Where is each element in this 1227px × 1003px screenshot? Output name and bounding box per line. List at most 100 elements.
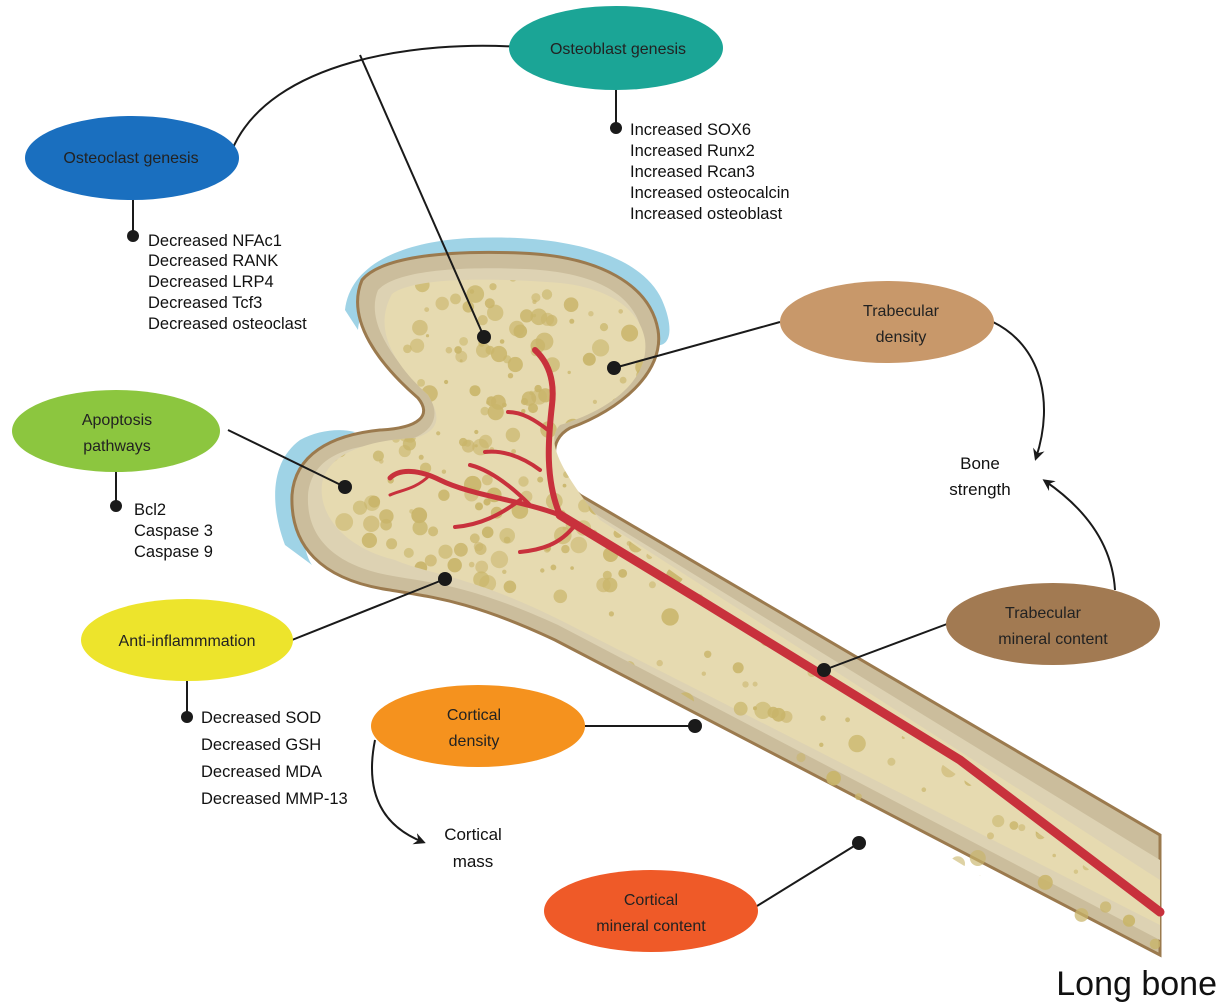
apoptosis-effects-list: Bcl2 Caspase 3 Caspase 9	[134, 501, 213, 561]
trabecular-pore	[609, 951, 625, 967]
trabecular-pore	[662, 508, 677, 523]
trabecular-pore	[361, 404, 378, 421]
trabecular-pore	[353, 501, 367, 515]
trabecular-pore	[1051, 923, 1056, 928]
trabecular-pore	[704, 651, 711, 658]
trabecular-pore	[863, 857, 868, 862]
trabecular-pore	[479, 435, 492, 448]
trabecular-pore	[1116, 417, 1125, 426]
trabecular-pore	[556, 836, 573, 853]
trabecular-pore	[1024, 565, 1028, 569]
list-item: Increased osteocalcin	[630, 184, 790, 202]
trabecular-pore	[611, 449, 618, 456]
trabecular-pore	[351, 338, 356, 343]
trabecular-pore	[952, 696, 964, 708]
trabecular-pore	[564, 432, 573, 441]
trabecular-pore	[1142, 775, 1152, 785]
trabecular-pore	[953, 434, 967, 448]
trabecular-pore	[500, 339, 505, 344]
trabecular-pore	[886, 483, 898, 495]
trabecular-pore	[514, 325, 528, 339]
trabecular-pore	[600, 323, 608, 331]
trabecular-pore	[807, 486, 814, 493]
trabecular-pore	[335, 513, 353, 531]
trabecular-pore	[564, 859, 570, 865]
trabecular-pore	[444, 380, 448, 384]
trabecular-pore	[339, 395, 352, 408]
trabecular-pore	[595, 448, 604, 457]
trabecular-pore	[648, 422, 663, 437]
trabecular-pore	[1014, 430, 1023, 439]
trabecular-pore	[343, 379, 351, 387]
trabecular-pore	[1052, 854, 1056, 858]
trabecular-pore	[563, 471, 570, 478]
trabecular-pore	[1029, 422, 1044, 437]
trabecular-pore	[438, 545, 452, 559]
trabecular-pore	[1023, 716, 1028, 721]
trabecular-pore	[504, 581, 517, 594]
trabecular-pore	[531, 389, 547, 405]
cortical-density-node: Cortical density	[371, 685, 585, 767]
trabecular-pore	[784, 572, 799, 587]
trabecular-pore	[491, 346, 507, 362]
list-item: Decreased GSH	[201, 736, 321, 754]
trabecular-pore	[1154, 539, 1163, 548]
trabecular-pore	[711, 474, 715, 478]
trabecular-pore	[1079, 685, 1091, 697]
trabecular-mineral-label-line2: mineral content	[998, 631, 1108, 648]
trabecular-pore	[577, 435, 594, 452]
trabecular-pore	[367, 385, 382, 400]
trabecular-pore	[785, 872, 789, 876]
osteoblast-genesis-label: Osteoblast genesis	[550, 41, 686, 58]
trabecular-pore	[504, 537, 511, 544]
trabecular-pore	[649, 581, 656, 588]
trabecular-pore	[943, 478, 948, 483]
trabecular-pore	[887, 758, 895, 766]
trabecular-pore	[1132, 809, 1138, 815]
cortical-mineral-label-line1: Cortical	[624, 892, 678, 909]
cortical-mineral-content-node: Cortical mineral content	[544, 870, 758, 952]
trabecular-pore	[436, 431, 440, 435]
trabecular-pore	[327, 372, 340, 385]
trabecular-pore	[528, 403, 538, 413]
list-item: Caspase 9	[134, 543, 213, 561]
trabecular-pore	[537, 477, 543, 483]
trabecular-pore	[334, 376, 339, 381]
trabecular-pore	[424, 307, 429, 312]
trabecular-pore	[1010, 821, 1019, 830]
trabecular-pore	[609, 611, 614, 616]
trabecular-pore	[554, 590, 568, 604]
trabecular-pore	[945, 465, 955, 475]
trabecular-pore	[945, 959, 953, 967]
trabecular-pore	[651, 269, 655, 273]
trabecular-pore	[419, 455, 424, 460]
trabecular-pore	[922, 787, 927, 792]
trabecular-pore	[506, 428, 520, 442]
trabecular-pore	[937, 569, 947, 579]
trabecular-pore	[661, 608, 678, 625]
bone-strength-outcome: Bone strength	[949, 454, 1010, 499]
trabecular-pore	[508, 373, 513, 378]
trabecular-pore	[1074, 870, 1078, 874]
trabecular-pore	[502, 570, 506, 574]
trabecular-pore	[1127, 681, 1142, 696]
trabecular-pore	[403, 345, 412, 354]
cortical-mineral-label-line2: mineral content	[596, 918, 706, 935]
trabecular-pore	[976, 875, 981, 880]
trabecular-pore	[379, 459, 384, 464]
trabecular-pore	[807, 552, 816, 561]
trabecular-pore	[1144, 647, 1159, 662]
trabecular-pore	[563, 527, 567, 531]
trabecular-pore	[657, 660, 663, 666]
trabecular-pore	[649, 398, 666, 415]
list-item: Decreased osteoclast	[148, 315, 307, 333]
trabecular-pore	[627, 508, 632, 513]
trabecular-pore	[641, 510, 645, 514]
trabecular-pore	[780, 786, 796, 802]
osteoclast-genesis-label: Osteoclast genesis	[63, 150, 198, 167]
trabecular-pore	[767, 840, 782, 855]
trabecular-pore	[584, 489, 590, 495]
trabecular-pore	[883, 431, 888, 436]
trabecular-pore	[650, 510, 666, 526]
trabecular-pore	[417, 379, 425, 387]
